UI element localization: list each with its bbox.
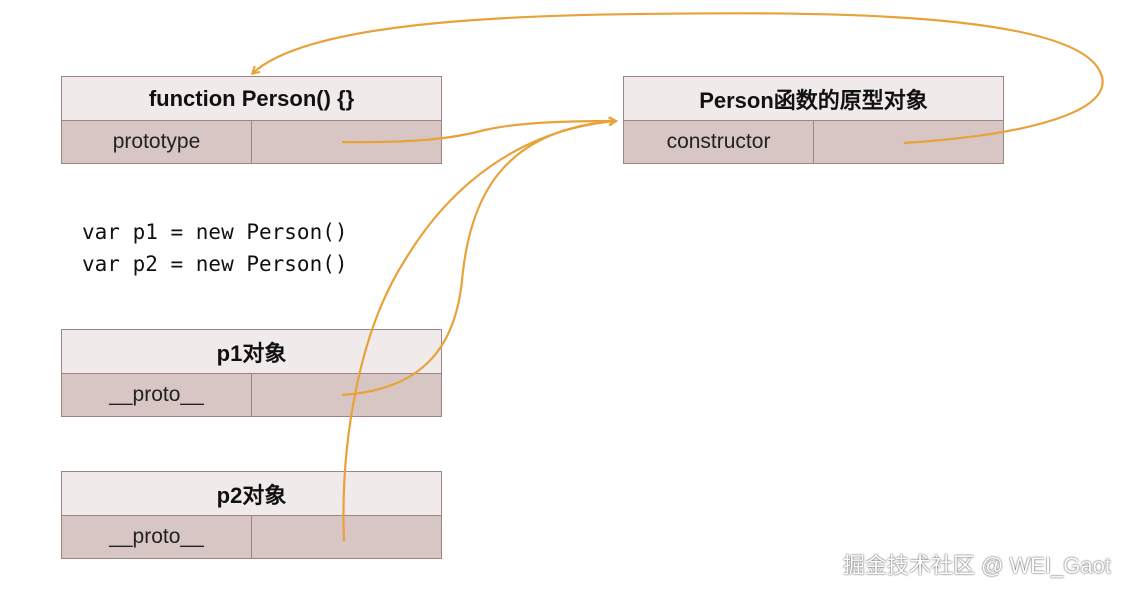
- p1-object-title: p1对象: [62, 330, 441, 374]
- prototype-field-label: prototype: [62, 121, 252, 163]
- p2-proto-field-value: [252, 516, 441, 558]
- person-prototype-box: Person函数的原型对象 constructor: [623, 76, 1004, 164]
- p1-object-box: p1对象 __proto__: [61, 329, 442, 417]
- code-line-2: var p2 = new Person(): [82, 252, 348, 276]
- constructor-field-value: [814, 121, 1003, 163]
- p2-proto-field-label: __proto__: [62, 516, 252, 558]
- person-function-row: prototype: [62, 121, 441, 163]
- person-function-box: function Person() {} prototype: [61, 76, 442, 164]
- p1-object-row: __proto__: [62, 374, 441, 416]
- prototype-field-value: [252, 121, 441, 163]
- person-prototype-row: constructor: [624, 121, 1003, 163]
- constructor-field-label: constructor: [624, 121, 814, 163]
- watermark: 掘金技术社区 @ WEI_Gaot: [842, 553, 1111, 578]
- person-function-title: function Person() {}: [62, 77, 441, 121]
- code-line-1: var p1 = new Person(): [82, 220, 348, 244]
- code-snippet: var p1 = new Person() var p2 = new Person…: [82, 216, 348, 280]
- p2-object-box: p2对象 __proto__: [61, 471, 442, 559]
- p2-object-title: p2对象: [62, 472, 441, 516]
- p1-proto-field-value: [252, 374, 441, 416]
- person-prototype-title: Person函数的原型对象: [624, 77, 1003, 121]
- p2-object-row: __proto__: [62, 516, 441, 558]
- p1-proto-field-label: __proto__: [62, 374, 252, 416]
